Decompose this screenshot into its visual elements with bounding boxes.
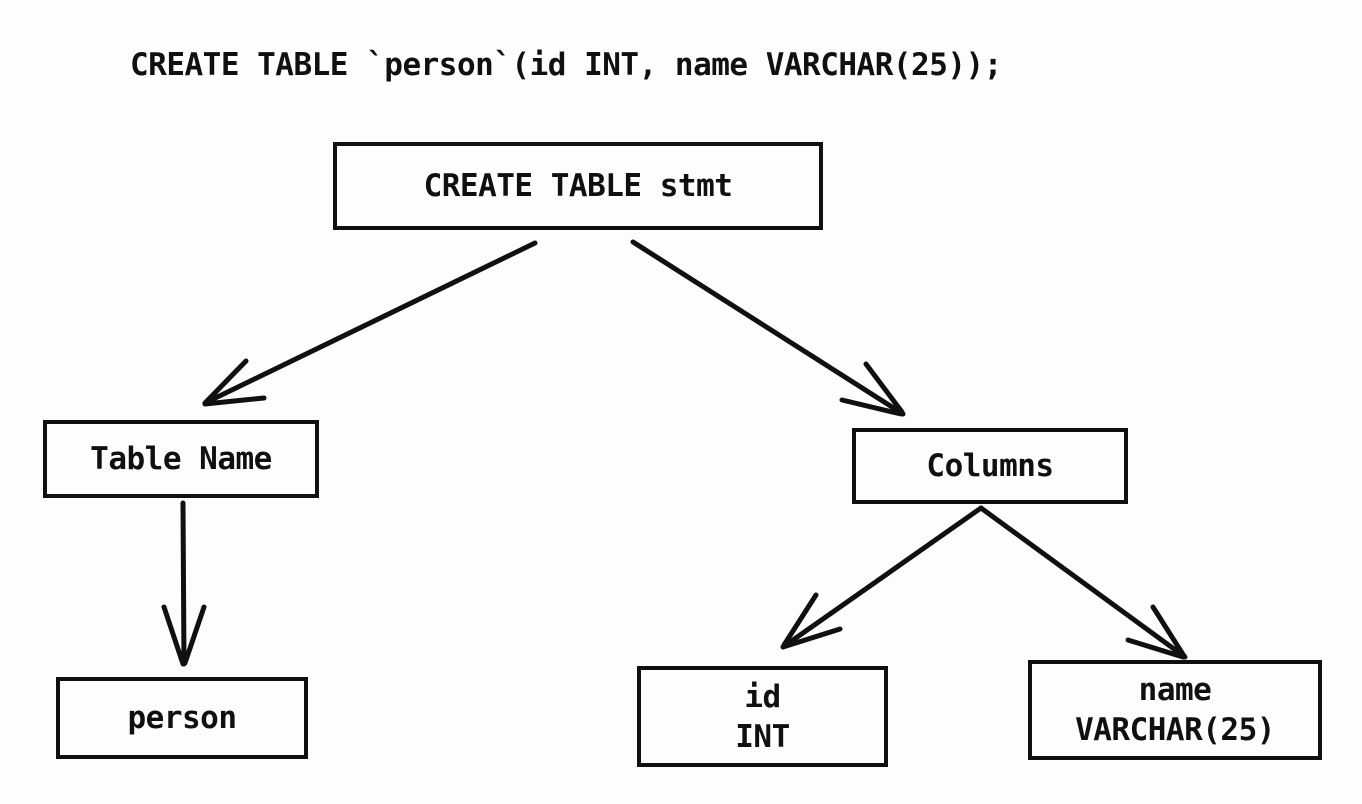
node-table-name: Table Name bbox=[43, 420, 319, 498]
node-label: CREATE TABLE stmt bbox=[423, 168, 733, 204]
node-label: Columns bbox=[926, 448, 1054, 484]
node-label: person bbox=[127, 700, 237, 736]
edge-stmt-to-columns bbox=[630, 239, 906, 417]
node-label-line2: INT bbox=[735, 718, 790, 755]
node-create-table-stmt: CREATE TABLE stmt bbox=[333, 142, 823, 230]
node-id-column: id INT bbox=[637, 666, 888, 767]
edge-columns-to-name bbox=[978, 505, 1188, 660]
node-label-line1: name bbox=[1138, 672, 1212, 708]
node-columns: Columns bbox=[852, 428, 1128, 504]
node-name-column: name VARCHAR(25) bbox=[1028, 660, 1322, 760]
edge-columns-to-id bbox=[780, 505, 984, 650]
sql-statement-text: CREATE TABLE `person`(id INT, name VARCH… bbox=[130, 47, 1002, 83]
node-label: Table Name bbox=[90, 441, 272, 477]
edge-stmt-to-table-name bbox=[202, 240, 538, 407]
node-label-line2: VARCHAR(25) bbox=[1075, 712, 1275, 748]
node-label-line1: id bbox=[744, 678, 781, 715]
edge-table-name-to-person bbox=[161, 500, 207, 667]
node-person: person bbox=[56, 677, 308, 759]
